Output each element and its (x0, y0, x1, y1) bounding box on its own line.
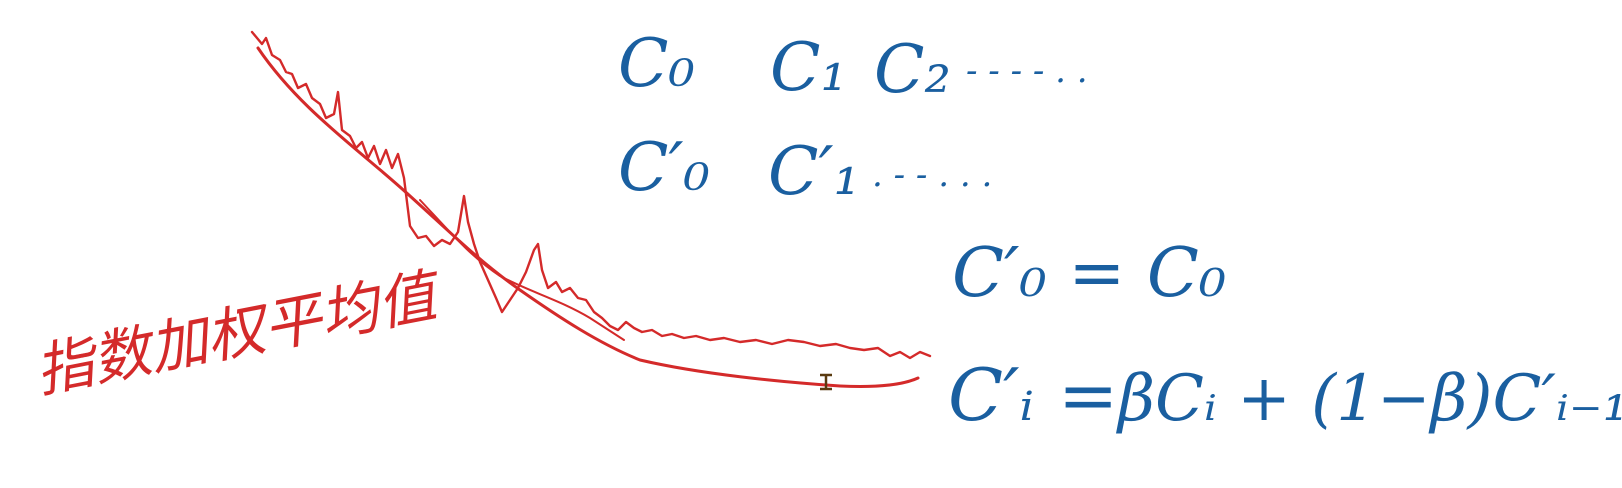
ewma-annotation: 指数加权平均值 (30, 260, 448, 406)
equation-recur-rhs: βCᵢ + (1−β)C′ᵢ₋₁ (1116, 362, 1622, 436)
seq-c1-prime: C′₁ (768, 133, 860, 210)
text-cursor-icon (820, 373, 832, 391)
equation-init: C′₀ = C₀ (952, 234, 1226, 313)
seq-c1: C₁ (770, 29, 847, 106)
seq-c0: C₀ (618, 25, 695, 102)
seq-c2: C₂ (874, 31, 951, 108)
smoothed-curve (256, 46, 920, 388)
noisy-curve (250, 30, 932, 360)
seq-c0-prime: C′₀ (618, 129, 710, 206)
seq-smoothed-dots: . - - . . . (872, 155, 992, 195)
equation-recur-eq: = (1058, 353, 1118, 437)
mid-curve (419, 199, 625, 341)
equation-recur-lhs: C′ᵢ (948, 353, 1034, 437)
seq-raw-dots: - - - - . . (966, 51, 1088, 91)
